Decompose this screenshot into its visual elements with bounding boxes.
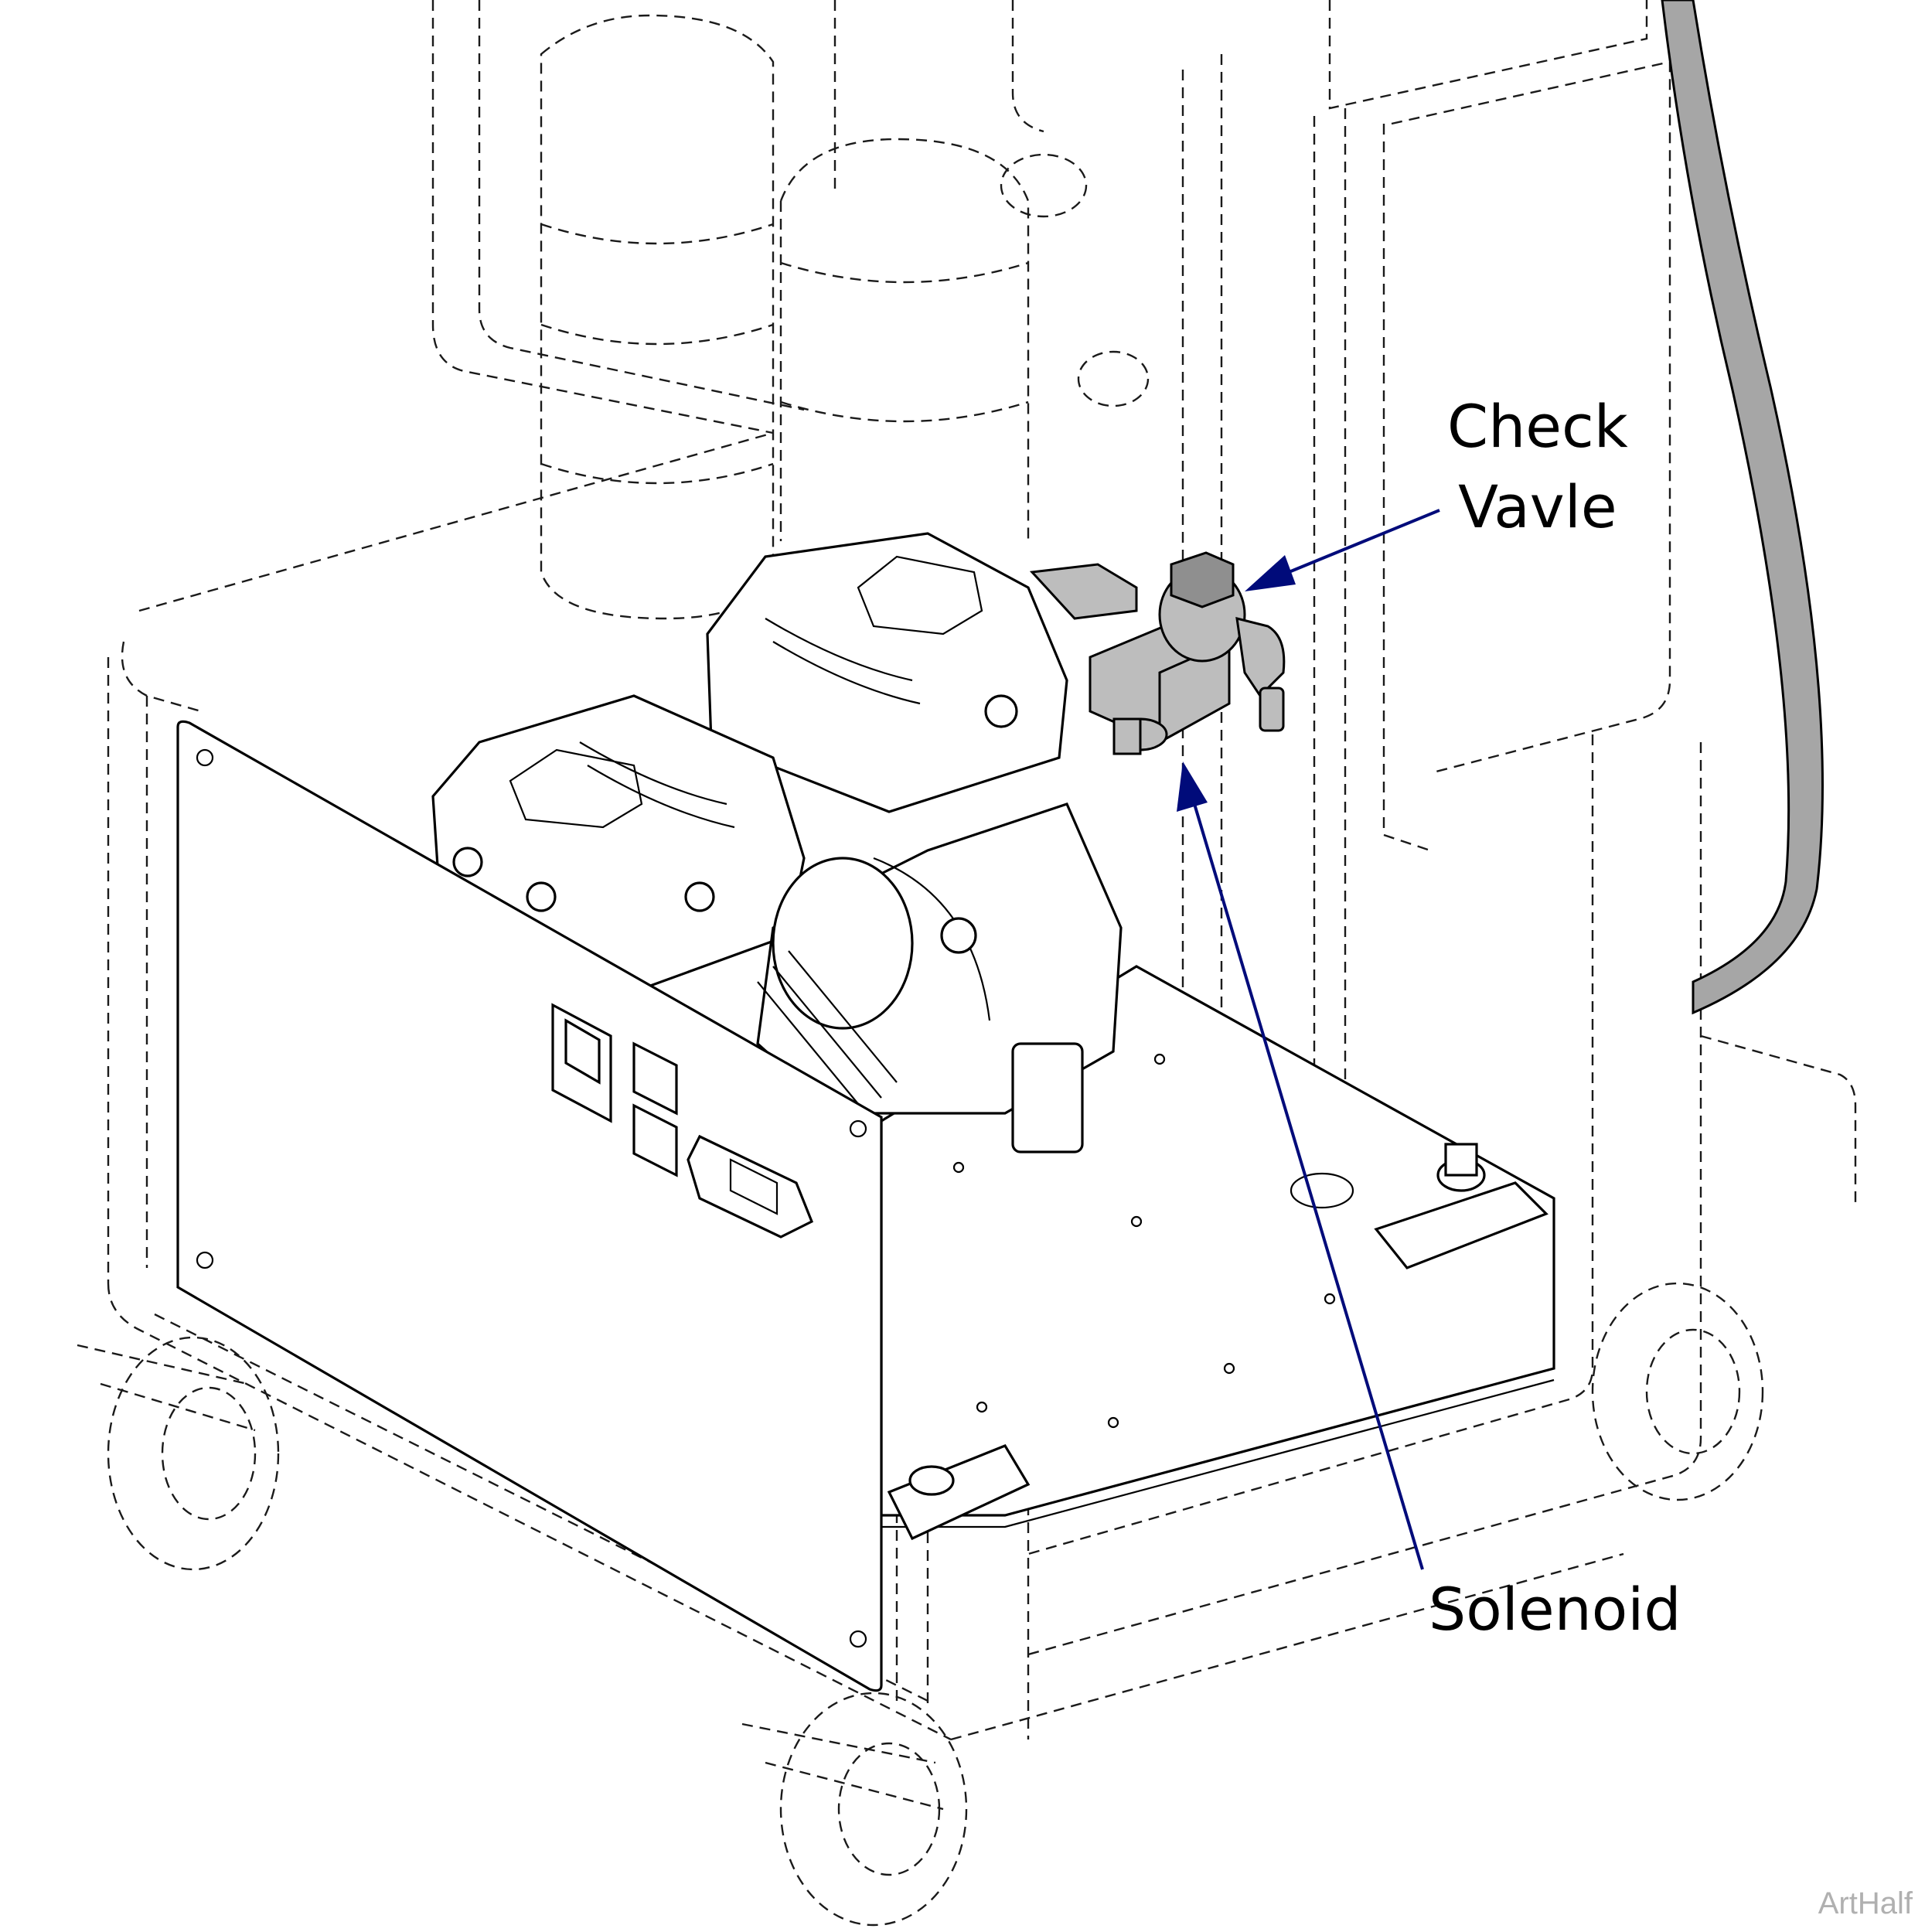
caster-wheel-right [1591,1282,1764,1501]
power-inlet [687,1134,814,1239]
breaker-switch-lower [632,1103,678,1177]
callout-check-valve-leader [1245,509,1440,591]
motor [756,802,1123,1153]
check-valve [1029,551,1286,732]
caster-wheel-front [741,1692,968,1927]
check-valve-label: Check Vavle [1447,392,1628,541]
breaker-switch-upper [632,1041,678,1116]
compressor-head-rear [706,532,1068,813]
power-switch [551,1003,612,1123]
solenoid-label: Solenoid [1429,1575,1681,1644]
watermark: ArtHalf [1818,1886,1913,1920]
callout-solenoid-leader [1177,762,1424,1570]
air-hose [1661,0,1824,1015]
caster-wheel-left [77,1336,280,1571]
front-panel [176,720,883,1692]
